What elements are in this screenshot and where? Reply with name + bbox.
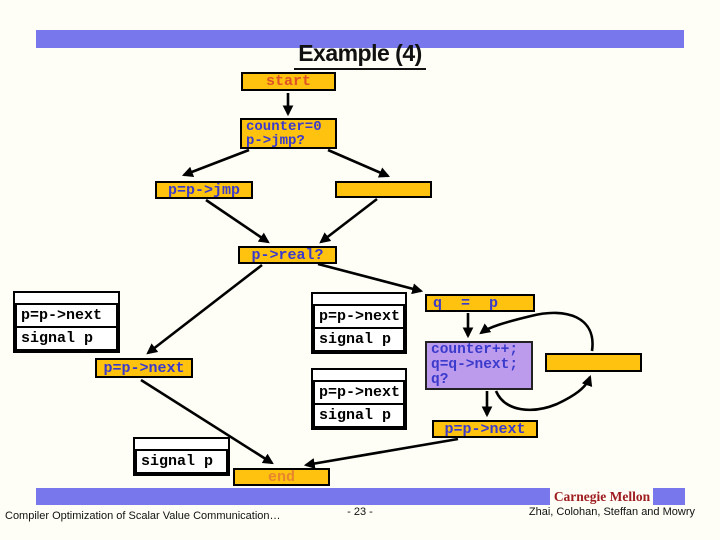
brand-logo-text: Carnegie Mellon xyxy=(553,489,651,504)
arrow-cond-to-jmp xyxy=(181,148,250,177)
flow-node-start-label: start xyxy=(265,73,311,90)
flow-node-jmp-label: p=p->jmp xyxy=(167,181,240,199)
flow-node-counter-cond: counter=0 p->jmp? xyxy=(240,118,337,149)
bottom-banner-bar-right xyxy=(653,488,685,505)
flow-node-next-left: p=p->next xyxy=(95,358,193,378)
footer-authors: Zhai, Colohan, Steffan and Mowry xyxy=(528,506,695,518)
flow-node-jmp: p=p->jmp xyxy=(155,181,253,199)
instr-table-left: p=p->next signal p xyxy=(13,291,120,353)
empty-node-top-right xyxy=(335,181,432,198)
page-title: Example (4) xyxy=(0,40,720,70)
page-number: - 23 - xyxy=(347,506,373,518)
flow-node-end-label: end xyxy=(267,468,295,486)
bottom-banner-bar-left xyxy=(36,488,550,505)
arrow-nextright-to-end xyxy=(303,437,459,469)
arrow-real-to-qp xyxy=(317,262,424,295)
instr-row: signal p xyxy=(135,449,228,474)
instr-row: signal p xyxy=(313,403,405,428)
instr-row: p=p->next xyxy=(313,304,405,329)
flow-node-q-assign: q = p xyxy=(425,294,535,312)
instr-table-mid-top: p=p->next signal p xyxy=(311,292,407,354)
flow-node-next-right-label: p=p->next xyxy=(444,420,526,438)
flow-node-real-cond: p->real? xyxy=(238,246,337,264)
instr-row: signal p xyxy=(15,326,118,351)
arrow-jmp-to-real xyxy=(205,198,270,244)
top-banner-bar xyxy=(36,30,684,48)
flow-node-start: start xyxy=(241,72,336,91)
instr-row: p=p->next xyxy=(15,303,118,328)
page-title-text: Example (4) xyxy=(294,40,426,70)
flow-node-loop-line1: counter++; xyxy=(431,342,519,358)
flow-node-loop-line2: q=q->next; xyxy=(431,357,519,373)
flow-node-counter-cond-line1: counter=0 xyxy=(246,118,322,135)
flow-node-loop-line3: q? xyxy=(431,372,449,388)
flow-node-next-left-label: p=p->next xyxy=(103,359,185,377)
flow-node-q-assign-label: q = p xyxy=(433,294,504,312)
arrow-real-to-nextleft xyxy=(146,263,263,355)
flow-node-counter-cond-line2: p->jmp? xyxy=(246,132,305,149)
arrow-cond-to-topbox xyxy=(327,148,391,178)
empty-node-loop-right xyxy=(545,353,642,372)
instr-row: p=p->next xyxy=(313,380,405,405)
flow-node-loop: counter++; q=q->next; q? xyxy=(425,341,533,390)
instr-table-mid-bottom: p=p->next signal p xyxy=(311,368,407,430)
instr-row: signal p xyxy=(313,327,405,352)
footer-title-text: Compiler Optimization of Scalar Value Co… xyxy=(5,510,281,522)
flow-node-real-cond-label: p->real? xyxy=(251,246,324,264)
arrow-topbox-to-real xyxy=(319,197,378,244)
flow-node-next-right: p=p->next xyxy=(432,420,538,438)
instr-table-bottom-left: signal p xyxy=(133,437,230,476)
flow-node-end: end xyxy=(233,468,330,486)
